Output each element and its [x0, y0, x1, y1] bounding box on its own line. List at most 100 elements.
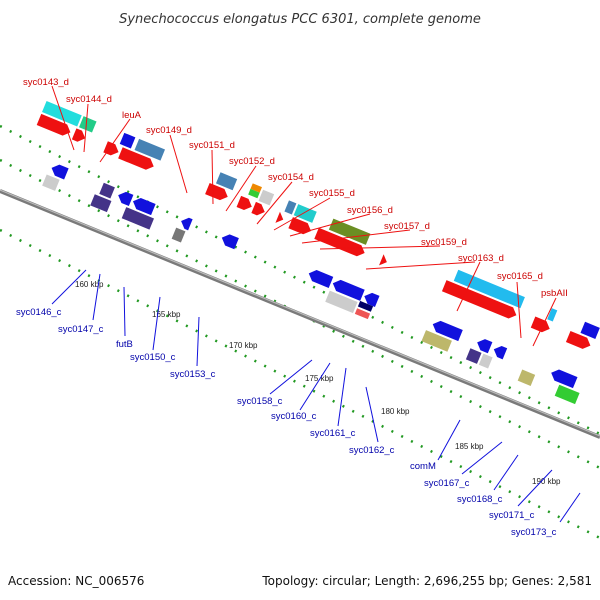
gene-label-top: syc0152_d: [229, 156, 275, 167]
gene-label-bottom: syc0168_c: [457, 494, 503, 505]
leader-line: [225, 165, 257, 212]
gene-feature: [251, 201, 265, 216]
gene-feature: [325, 290, 358, 314]
gene-label-bottom: syc0173_c: [511, 527, 557, 538]
gene-feature: [258, 189, 275, 206]
gene-feature: [308, 270, 334, 288]
gene-feature: [90, 194, 112, 213]
gene-feature: [565, 330, 591, 349]
gene-feature: [580, 321, 600, 339]
gene-feature: [181, 217, 193, 231]
features-bottom-strand: [42, 164, 580, 405]
leader-line: [319, 245, 441, 250]
genome-backbone-highlight: [0, 189, 600, 437]
gene-label-top: syc0156_d: [347, 205, 393, 216]
leader-line: [273, 197, 331, 231]
gene-feature: [530, 316, 550, 333]
gene-label-bottom: syc0160_c: [271, 411, 317, 422]
leader-line: [461, 441, 503, 475]
leader-line: [51, 269, 87, 305]
gene-label-top: syc0155_d: [309, 188, 355, 199]
leader-line: [516, 281, 522, 339]
gene-feature: [357, 300, 374, 312]
gene-label-bottom: syc0147_c: [58, 324, 104, 335]
map-title: Synechococcus elongatus PCC 6301, comple…: [119, 12, 481, 27]
leader-line: [456, 261, 481, 312]
gene-feature: [314, 227, 365, 257]
gene-label-top: syc0143_d: [23, 77, 69, 88]
gene-feature: [478, 353, 493, 369]
leader-line: [299, 362, 331, 411]
leader-line: [256, 181, 293, 225]
leader-line: [211, 149, 214, 205]
gene-feature: [236, 195, 252, 211]
leader-line: [365, 261, 476, 270]
kbp-label: 165 kbp: [152, 310, 181, 319]
tick-row-inner-top: [0, 158, 600, 470]
leader-line: [437, 419, 461, 461]
gene-label-top: syc0149_d: [146, 125, 192, 136]
gene-label-bottom: syc0153_c: [170, 369, 216, 380]
gene-feature: [121, 207, 155, 230]
gene-label-top: syc0154_d: [268, 172, 314, 183]
gene-label-bottom: syc0171_c: [489, 510, 535, 521]
leader-line: [123, 286, 126, 337]
gene-feature: [332, 279, 365, 301]
gene-label-bottom: syc0150_c: [130, 352, 176, 363]
gene-label-top: syc0159_d: [421, 237, 467, 248]
gene-feature: [36, 113, 71, 136]
kbp-label: 185 kbp: [455, 442, 484, 451]
gene-label-top: syc0151_d: [189, 140, 235, 151]
gene-label-top: syc0163_d: [458, 253, 504, 264]
leader-line: [51, 85, 75, 151]
gene-feature: [275, 211, 284, 223]
kbp-label: 170 kbp: [229, 341, 258, 350]
tick-row-outer-top: [0, 124, 600, 436]
leader-line: [289, 213, 371, 237]
gene-feature: [328, 218, 371, 245]
gene-feature: [118, 147, 154, 170]
genome-backbone: [0, 189, 600, 439]
gene-label-bottom: syc0162_c: [349, 445, 395, 456]
leader-line: [532, 297, 557, 347]
bottom-labels: syc0146_c syc0147_c futB syc0150_c syc01…: [16, 269, 581, 538]
gene-feature: [465, 348, 482, 364]
gene-feature: [119, 132, 136, 149]
gene-feature: [118, 191, 134, 207]
gene-feature: [205, 182, 228, 201]
leader-line: [83, 103, 89, 153]
kbp-ticks: 160 kbp 165 kbp 170 kbp 175 kbp 180 kbp …: [75, 280, 561, 486]
gene-feature: [215, 172, 238, 191]
gene-feature: [288, 217, 311, 235]
leader-line: [92, 273, 101, 321]
leader-line: [337, 367, 347, 427]
gene-label-bottom: syc0158_c: [237, 396, 283, 407]
gene-feature: [517, 369, 536, 386]
gene-feature: [354, 308, 371, 320]
gene-feature: [42, 174, 60, 191]
gene-label-bottom: syc0161_c: [310, 428, 356, 439]
gene-feature: [547, 308, 558, 322]
gene-feature: [432, 320, 463, 342]
gene-label-bottom: futB: [116, 339, 133, 350]
tick-row-inner-bottom: [0, 228, 600, 540]
gene-feature: [379, 254, 387, 266]
leader-line: [169, 134, 188, 194]
leader-line: [152, 296, 161, 351]
tick-rows: [0, 124, 600, 540]
gene-feature: [171, 227, 186, 243]
kbp-label: 180 kbp: [381, 407, 410, 416]
leader-line: [517, 469, 553, 507]
gene-label-bottom: comM: [410, 461, 436, 472]
gene-feature: [79, 116, 97, 133]
gene-feature: [71, 128, 86, 142]
leader-line: [559, 492, 581, 523]
gene-feature: [493, 345, 508, 360]
accession-text: Accession: NC_006576: [8, 574, 144, 588]
kbp-label: 190 kbp: [532, 477, 561, 486]
gene-feature: [293, 204, 317, 223]
gene-feature: [551, 369, 578, 389]
gene-label-bottom: syc0146_c: [16, 307, 62, 318]
gene-feature: [441, 280, 517, 319]
